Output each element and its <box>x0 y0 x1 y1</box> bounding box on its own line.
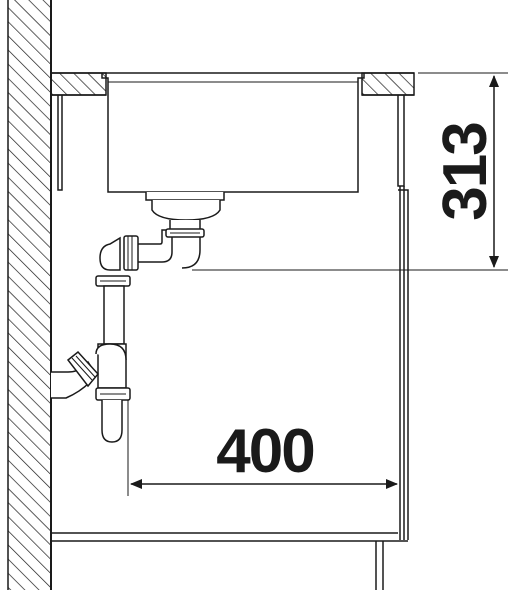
dimension-label-313: 313 <box>431 123 500 221</box>
wall-outlet-connector <box>51 350 99 399</box>
vertical-pipe <box>95 235 139 345</box>
cabinet <box>51 95 409 590</box>
upper-elbow-pipe <box>135 228 205 269</box>
wall <box>7 0 52 590</box>
sink-bowl <box>101 73 365 193</box>
drain-strainer <box>145 192 225 231</box>
countertop <box>50 72 415 96</box>
dimension-horizontal: 400 <box>127 400 398 496</box>
siphon-trap <box>95 343 131 443</box>
dimension-vertical: 313 <box>192 72 508 271</box>
dimension-label-400: 400 <box>216 417 313 486</box>
